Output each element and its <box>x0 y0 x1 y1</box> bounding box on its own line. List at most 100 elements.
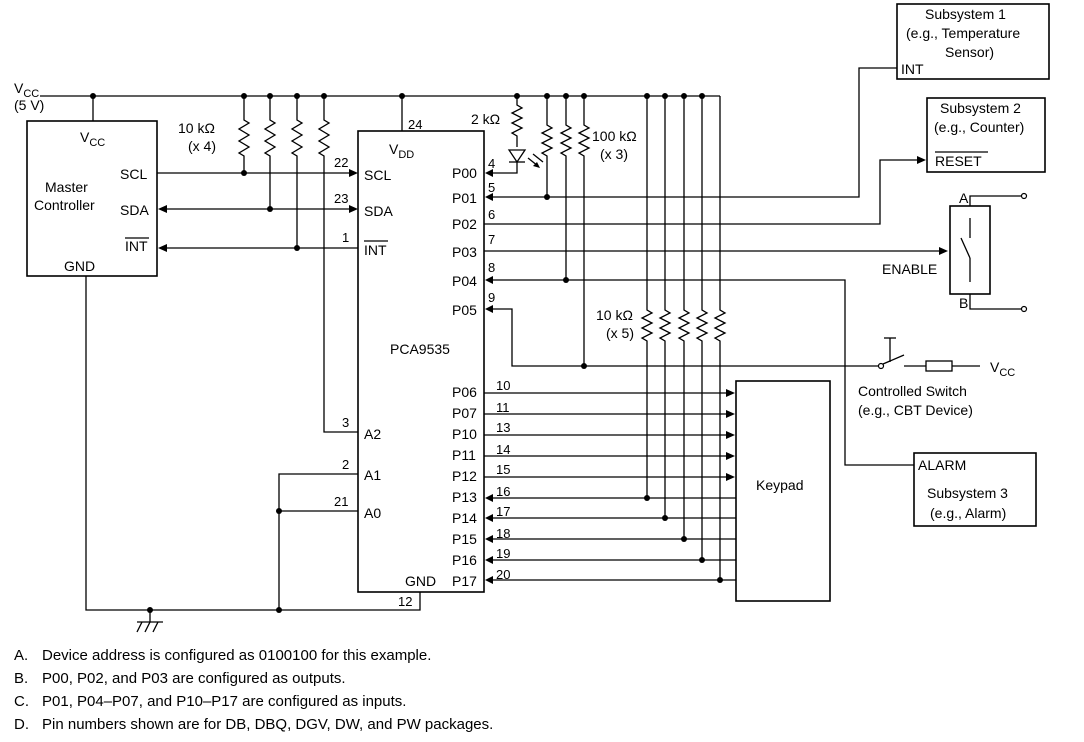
svg-text:SCL: SCL <box>364 167 391 183</box>
svg-text:P11: P11 <box>452 447 476 463</box>
svg-text:P14: P14 <box>452 510 477 526</box>
svg-text:Subsystem 2: Subsystem 2 <box>940 100 1021 116</box>
note-a: A.Device address is configured as 010010… <box>14 647 432 664</box>
svg-text:Subsystem 3: Subsystem 3 <box>927 485 1008 501</box>
svg-text:Controlled Switch: Controlled Switch <box>858 383 967 399</box>
svg-text:Sensor): Sensor) <box>945 44 994 60</box>
svg-text:19: 19 <box>496 546 510 561</box>
svg-text:2: 2 <box>342 457 349 472</box>
svg-text:5: 5 <box>488 180 495 195</box>
svg-text:14: 14 <box>496 442 510 457</box>
svg-text:B: B <box>959 295 968 311</box>
svg-text:2 kΩ: 2 kΩ <box>471 111 500 127</box>
svg-text:INT: INT <box>125 238 148 254</box>
svg-text:P16: P16 <box>452 552 477 568</box>
footnotes: A.Device address is configured as 010010… <box>14 644 493 736</box>
svg-text:P03: P03 <box>452 244 477 260</box>
svg-text:6: 6 <box>488 207 495 222</box>
svg-text:7: 7 <box>488 232 495 247</box>
controlled-switch: VCC Controlled Switch (e.g., CBT Device) <box>485 305 1015 418</box>
svg-text:(e.g., Alarm): (e.g., Alarm) <box>930 505 1006 521</box>
svg-text:10: 10 <box>496 378 510 393</box>
svg-text:21: 21 <box>334 494 348 509</box>
svg-text:VCC: VCC <box>14 80 39 100</box>
svg-text:INT: INT <box>364 242 387 258</box>
svg-text:ENABLE: ENABLE <box>882 261 937 277</box>
svg-text:Controller: Controller <box>34 197 95 213</box>
svg-text:10 kΩ: 10 kΩ <box>596 307 633 323</box>
svg-text:9: 9 <box>488 290 495 305</box>
svg-text:4: 4 <box>488 156 495 171</box>
svg-text:(e.g., Counter): (e.g., Counter) <box>934 119 1024 135</box>
svg-text:16: 16 <box>496 484 510 499</box>
svg-text:15: 15 <box>496 462 510 477</box>
svg-text:(e.g., CBT Device): (e.g., CBT Device) <box>858 402 973 418</box>
svg-text:P13: P13 <box>452 489 477 505</box>
svg-text:P04: P04 <box>452 273 477 289</box>
supply-voltage: (5 V) <box>14 97 44 113</box>
svg-text:GND: GND <box>64 258 95 274</box>
svg-text:P02: P02 <box>452 216 477 232</box>
svg-text:1: 1 <box>342 230 349 245</box>
keypad-pullups: 10 kΩ (x 5) <box>596 93 727 580</box>
enable-switch: A B ENABLE <box>484 190 1028 313</box>
svg-text:(x 5): (x 5) <box>606 325 634 341</box>
svg-text:INT: INT <box>901 61 924 77</box>
svg-text:(x 3): (x 3) <box>600 146 628 162</box>
svg-text:VCC: VCC <box>990 359 1015 379</box>
master-controller: VCC Master Controller SCL SDA INT GND <box>26 120 158 277</box>
svg-text:Subsystem 1: Subsystem 1 <box>925 6 1006 22</box>
svg-text:(e.g., Temperature: (e.g., Temperature <box>906 25 1020 41</box>
svg-text:A2: A2 <box>364 426 381 442</box>
svg-text:22: 22 <box>334 155 348 170</box>
note-d: D.Pin numbers shown are for DB, DBQ, DGV… <box>14 716 494 733</box>
svg-text:ALARM: ALARM <box>918 457 966 473</box>
svg-text:24: 24 <box>408 117 422 132</box>
led-indicator: 2 kΩ <box>471 93 544 177</box>
note-c: C.P01, P04–P07, and P10–P17 are configur… <box>14 693 407 710</box>
svg-text:12: 12 <box>398 594 412 609</box>
i2c-bus <box>157 169 358 252</box>
vcc-rail: VCC (5 V) <box>14 80 720 131</box>
svg-text:A: A <box>959 190 969 206</box>
svg-text:P15: P15 <box>452 531 477 547</box>
i2c-pullup-resistors: 10 kΩ (x 4) <box>178 93 358 433</box>
svg-text:10 kΩ: 10 kΩ <box>178 120 215 136</box>
keypad: Keypad <box>484 380 831 602</box>
svg-text:A1: A1 <box>364 467 381 483</box>
svg-text:GND: GND <box>405 573 436 589</box>
svg-text:P01: P01 <box>452 190 477 206</box>
chip-name: PCA9535 <box>390 341 450 357</box>
svg-text:VDD: VDD <box>389 141 414 161</box>
svg-text:SDA: SDA <box>120 202 149 218</box>
svg-text:17: 17 <box>496 504 510 519</box>
svg-text:P10: P10 <box>452 426 477 442</box>
subsystem-1: Subsystem 1 (e.g., Temperature Sensor) I… <box>485 3 1050 201</box>
svg-text:SCL: SCL <box>120 166 147 182</box>
svg-text:13: 13 <box>496 420 510 435</box>
svg-text:P00: P00 <box>452 165 477 181</box>
svg-text:SDA: SDA <box>364 203 393 219</box>
svg-text:P06: P06 <box>452 384 477 400</box>
svg-text:VCC: VCC <box>80 129 105 149</box>
svg-text:3: 3 <box>342 415 349 430</box>
ground-net <box>85 276 421 633</box>
subsystem-2: Subsystem 2 (e.g., Counter) RESET <box>484 97 1046 225</box>
svg-text:8: 8 <box>488 260 495 275</box>
svg-text:(x 4): (x 4) <box>188 138 216 154</box>
subsystem-3: ALARM Subsystem 3 (e.g., Alarm) <box>485 276 1037 527</box>
svg-text:Keypad: Keypad <box>756 477 803 493</box>
svg-text:P12: P12 <box>452 468 477 484</box>
svg-text:20: 20 <box>496 567 510 582</box>
svg-text:18: 18 <box>496 526 510 541</box>
input-pullup-resistors: 100 kΩ (x 3) <box>540 93 637 366</box>
svg-text:P17: P17 <box>452 573 477 589</box>
svg-text:P07: P07 <box>452 405 477 421</box>
svg-text:11: 11 <box>496 400 510 415</box>
svg-text:23: 23 <box>334 191 348 206</box>
svg-text:A0: A0 <box>364 505 381 521</box>
note-b: B.P00, P02, and P03 are configured as ou… <box>14 670 346 687</box>
svg-text:100 kΩ: 100 kΩ <box>592 128 637 144</box>
svg-text:Master: Master <box>45 179 88 195</box>
